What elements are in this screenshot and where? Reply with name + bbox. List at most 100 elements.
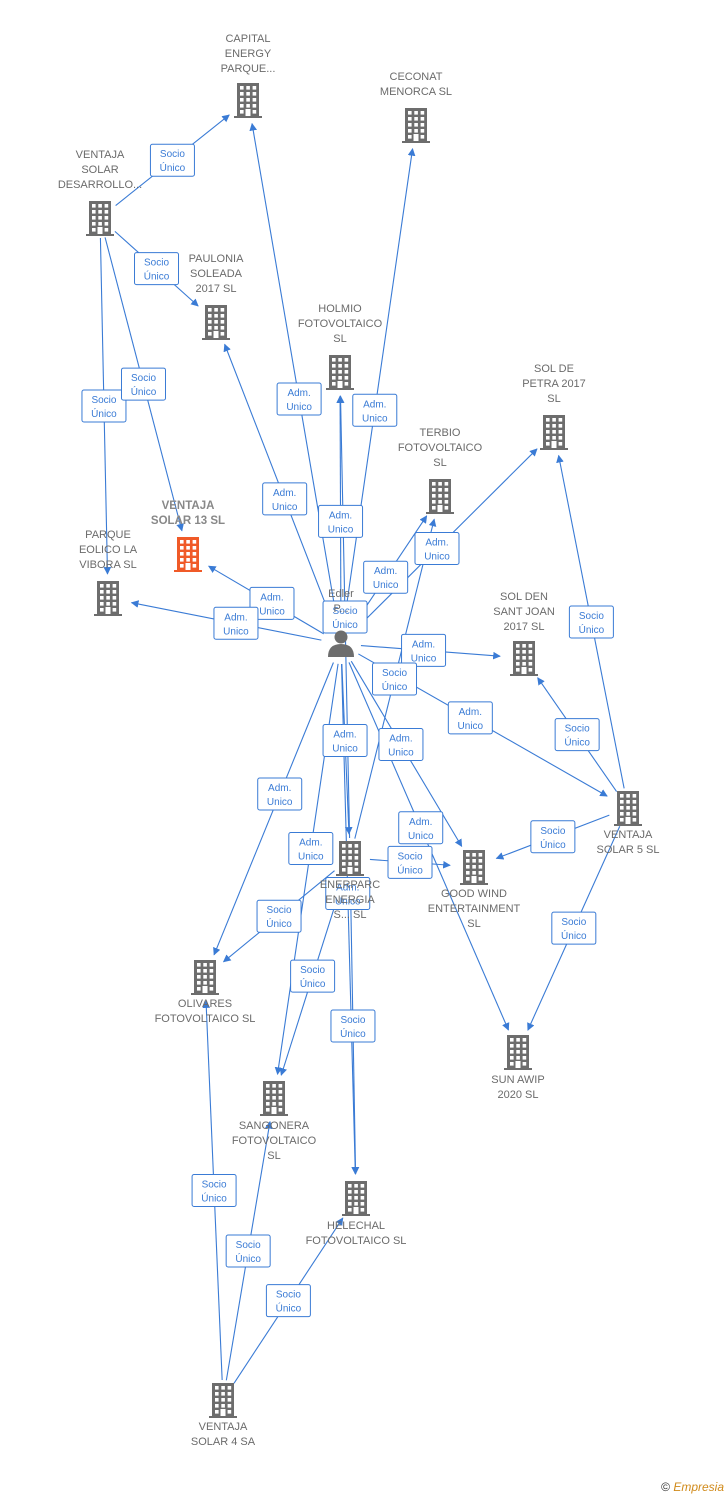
svg-text:Único: Único: [201, 1191, 227, 1204]
svg-text:CECONAT: CECONAT: [390, 71, 443, 83]
edge-label-person-to-solden[interactable]: Adm. Unico: [401, 633, 447, 667]
edge-label-person-to-soldepetra[interactable]: Adm.Unico: [414, 531, 460, 565]
svg-text:FOTOVOLTAICO: FOTOVOLTAICO: [398, 442, 483, 454]
svg-text:Adm.: Adm.: [412, 639, 435, 650]
svg-text:S... SL: S... SL: [333, 909, 366, 921]
svg-text:Adm.: Adm.: [273, 488, 296, 499]
svg-text:TERBIO: TERBIO: [420, 427, 461, 439]
svg-text:2017 SL: 2017 SL: [196, 283, 237, 295]
svg-text:Único: Único: [340, 1027, 366, 1040]
company-node-ventaja_dev[interactable]: VENTAJASOLARDESARROLLO...: [58, 149, 142, 236]
svg-text:Adm.: Adm.: [329, 510, 352, 521]
svg-text:ENERPARC: ENERPARC: [320, 879, 380, 891]
edge-label-person-to-sangonera[interactable]: Adm.Unico: [288, 831, 334, 865]
edge-label-person-to-capital[interactable]: Adm.Unico: [276, 382, 322, 416]
svg-text:Socio: Socio: [579, 611, 604, 622]
svg-text:Socio: Socio: [91, 395, 116, 406]
svg-text:SOL DE: SOL DE: [534, 363, 574, 375]
edge-label-person-to-goodwind[interactable]: Adm.Unico: [378, 728, 424, 762]
building-icon: [260, 1081, 288, 1116]
svg-text:Unico: Unico: [267, 797, 293, 808]
svg-text:Único: Único: [561, 929, 587, 942]
svg-text:Adm.: Adm.: [224, 612, 247, 623]
svg-text:SL: SL: [267, 1150, 280, 1162]
company-node-capital[interactable]: CAPITALENERGYPARQUE...: [221, 33, 276, 118]
svg-text:Unico: Unico: [408, 831, 434, 842]
edge-label-person-to-enerparc[interactable]: Adm.Unico: [322, 723, 368, 757]
svg-text:Socio: Socio: [565, 724, 590, 735]
person-node[interactable]: EdlerP...: [328, 588, 354, 657]
svg-text:Unico: Unico: [298, 851, 324, 862]
svg-text:Único: Único: [564, 736, 590, 749]
edge-person-to-ceconat: [343, 147, 416, 625]
svg-text:SOL DEN: SOL DEN: [500, 591, 548, 603]
edge-label-person-to-ventaja5[interactable]: Adm.Unico: [447, 701, 493, 735]
svg-text:SOLAR 4 SA: SOLAR 4 SA: [191, 1436, 256, 1448]
svg-text:Unico: Unico: [411, 653, 437, 664]
svg-text:Único: Único: [235, 1252, 261, 1265]
svg-text:Único: Único: [540, 838, 566, 851]
edge-label-person-to-paulonia[interactable]: Adm.Unico: [262, 482, 308, 516]
svg-text:Adm.: Adm.: [425, 537, 448, 548]
svg-text:Socio: Socio: [202, 1179, 227, 1190]
edge-label-person-to-holmio[interactable]: Adm.Unico: [318, 504, 364, 538]
svg-text:GOOD WIND: GOOD WIND: [441, 888, 507, 900]
edge-label-person-to-helechal[interactable]: Adm.Unico: [325, 876, 371, 910]
edge-label-person-to-sunawip[interactable]: Adm.Unico: [398, 811, 444, 845]
svg-text:Único: Único: [266, 917, 292, 930]
edge-label-person-to-terbio[interactable]: Adm.Unico: [363, 560, 409, 594]
edge-label-person-to-olivares[interactable]: Adm.Unico: [257, 777, 303, 811]
svg-text:HOLMIO: HOLMIO: [318, 303, 362, 315]
svg-text:Socio: Socio: [131, 373, 156, 384]
svg-text:Unico: Unico: [458, 721, 484, 732]
edge-label-person-to-ventaja13[interactable]: Adm.Unico: [249, 586, 295, 620]
svg-text:Socio: Socio: [160, 149, 185, 160]
svg-text:SOLAR: SOLAR: [81, 164, 118, 176]
edge-label-person-to-ceconat[interactable]: Adm.Unico: [352, 393, 398, 427]
svg-text:HELECHAL: HELECHAL: [327, 1220, 385, 1232]
svg-text:Socio: Socio: [561, 917, 586, 928]
brand-logo-text[interactable]: Empresia: [673, 1480, 724, 1494]
svg-text:Unico: Unico: [362, 413, 388, 424]
svg-text:2020 SL: 2020 SL: [498, 1089, 539, 1101]
edge-label-person-to-parque[interactable]: Adm.Unico: [213, 606, 259, 640]
